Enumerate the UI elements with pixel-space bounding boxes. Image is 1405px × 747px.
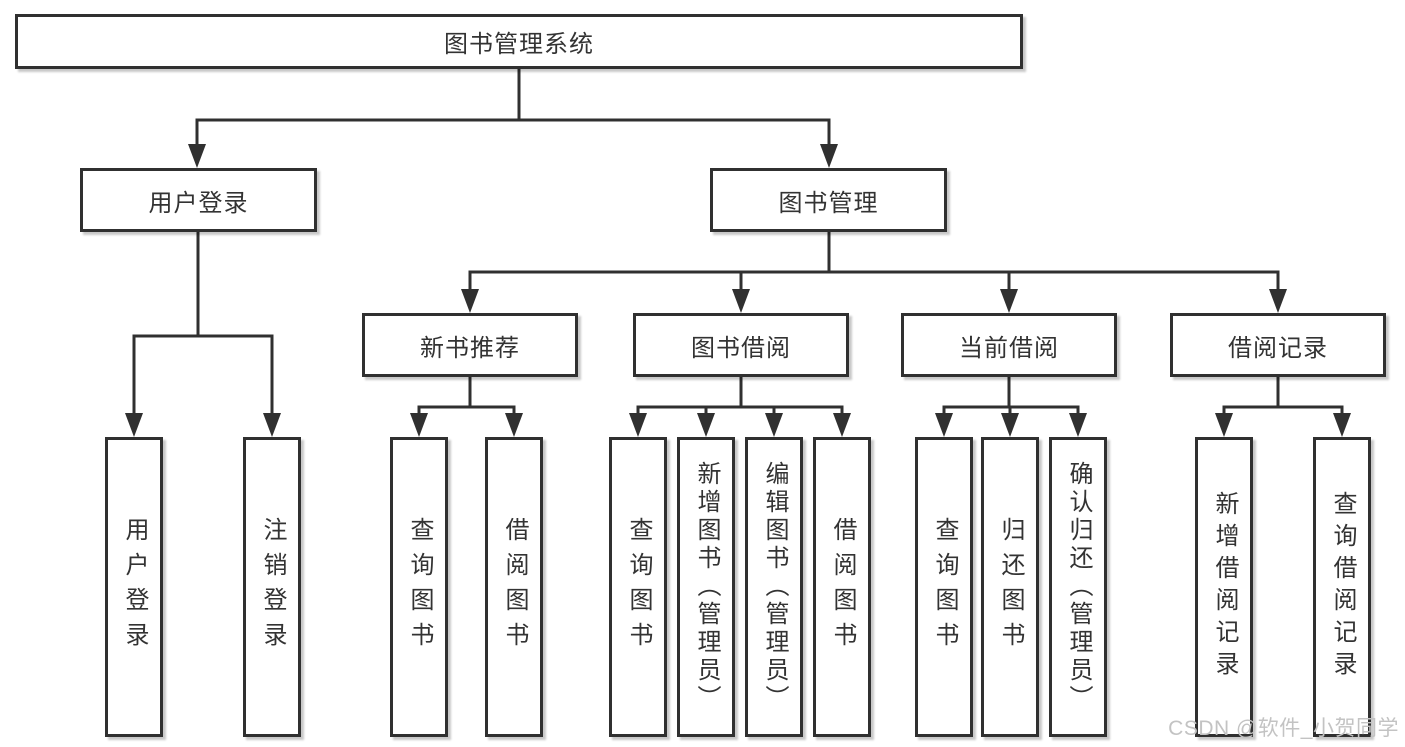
node-borrowing-records-label: 借阅记录 bbox=[1228, 334, 1328, 362]
leaf-borrow-books-recommend: 借阅图书 bbox=[485, 437, 543, 737]
leaf-return-books-label: 归还图书 bbox=[997, 517, 1024, 657]
leaf-query-books-current: 查询图书 bbox=[915, 437, 973, 737]
node-new-book-recommend-label: 新书推荐 bbox=[420, 334, 520, 362]
node-current-borrowing-label: 当前借阅 bbox=[959, 334, 1059, 362]
leaf-borrow-books-borrowing-label: 借阅图书 bbox=[829, 517, 856, 657]
leaf-logout: 注销登录 bbox=[243, 437, 301, 737]
node-book-borrowing-label: 图书借阅 bbox=[691, 334, 791, 362]
leaf-query-borrow-record-label: 查询借阅记录 bbox=[1329, 491, 1356, 683]
node-user-login-branch-label: 用户登录 bbox=[148, 189, 249, 217]
leaf-logout-label: 注销登录 bbox=[259, 517, 286, 657]
leaf-confirm-return-admin: 确认归还（管理员） bbox=[1049, 437, 1107, 737]
node-borrowing-records: 借阅记录 bbox=[1170, 313, 1386, 377]
leaf-query-books-borrowing: 查询图书 bbox=[609, 437, 667, 737]
leaf-query-books-recommend-label: 查询图书 bbox=[406, 517, 433, 657]
leaf-query-books-borrowing-label: 查询图书 bbox=[625, 517, 652, 657]
watermark-text: CSDN @软件_小贺同学 bbox=[1168, 717, 1399, 740]
leaf-edit-book-admin-label: 编辑图书（管理员） bbox=[761, 461, 788, 713]
leaf-add-borrow-record-label: 新增借阅记录 bbox=[1211, 491, 1238, 683]
leaf-edit-book-admin: 编辑图书（管理员） bbox=[745, 437, 803, 737]
node-book-borrowing: 图书借阅 bbox=[633, 313, 849, 377]
leaf-user-login-label: 用户登录 bbox=[121, 517, 148, 657]
leaf-user-login: 用户登录 bbox=[105, 437, 163, 737]
node-current-borrowing: 当前借阅 bbox=[901, 313, 1117, 377]
node-new-book-recommend: 新书推荐 bbox=[362, 313, 578, 377]
node-book-management: 图书管理 bbox=[710, 168, 947, 232]
leaf-query-books-recommend: 查询图书 bbox=[390, 437, 448, 737]
node-user-login-branch: 用户登录 bbox=[80, 168, 317, 232]
leaf-confirm-return-admin-label: 确认归还（管理员） bbox=[1065, 461, 1092, 713]
leaf-borrow-books-borrowing: 借阅图书 bbox=[813, 437, 871, 737]
leaf-add-book-admin: 新增图书（管理员） bbox=[677, 437, 735, 737]
node-book-management-label: 图书管理 bbox=[778, 189, 879, 217]
leaf-return-books: 归还图书 bbox=[981, 437, 1039, 737]
leaf-add-borrow-record: 新增借阅记录 bbox=[1195, 437, 1253, 737]
node-library-system-label: 图书管理系统 bbox=[444, 31, 594, 58]
leaf-add-book-admin-label: 新增图书（管理员） bbox=[693, 461, 720, 713]
node-library-system: 图书管理系统 bbox=[15, 14, 1023, 69]
leaf-query-books-current-label: 查询图书 bbox=[931, 517, 958, 657]
leaf-borrow-books-recommend-label: 借阅图书 bbox=[501, 517, 528, 657]
leaf-query-borrow-record: 查询借阅记录 bbox=[1313, 437, 1371, 737]
